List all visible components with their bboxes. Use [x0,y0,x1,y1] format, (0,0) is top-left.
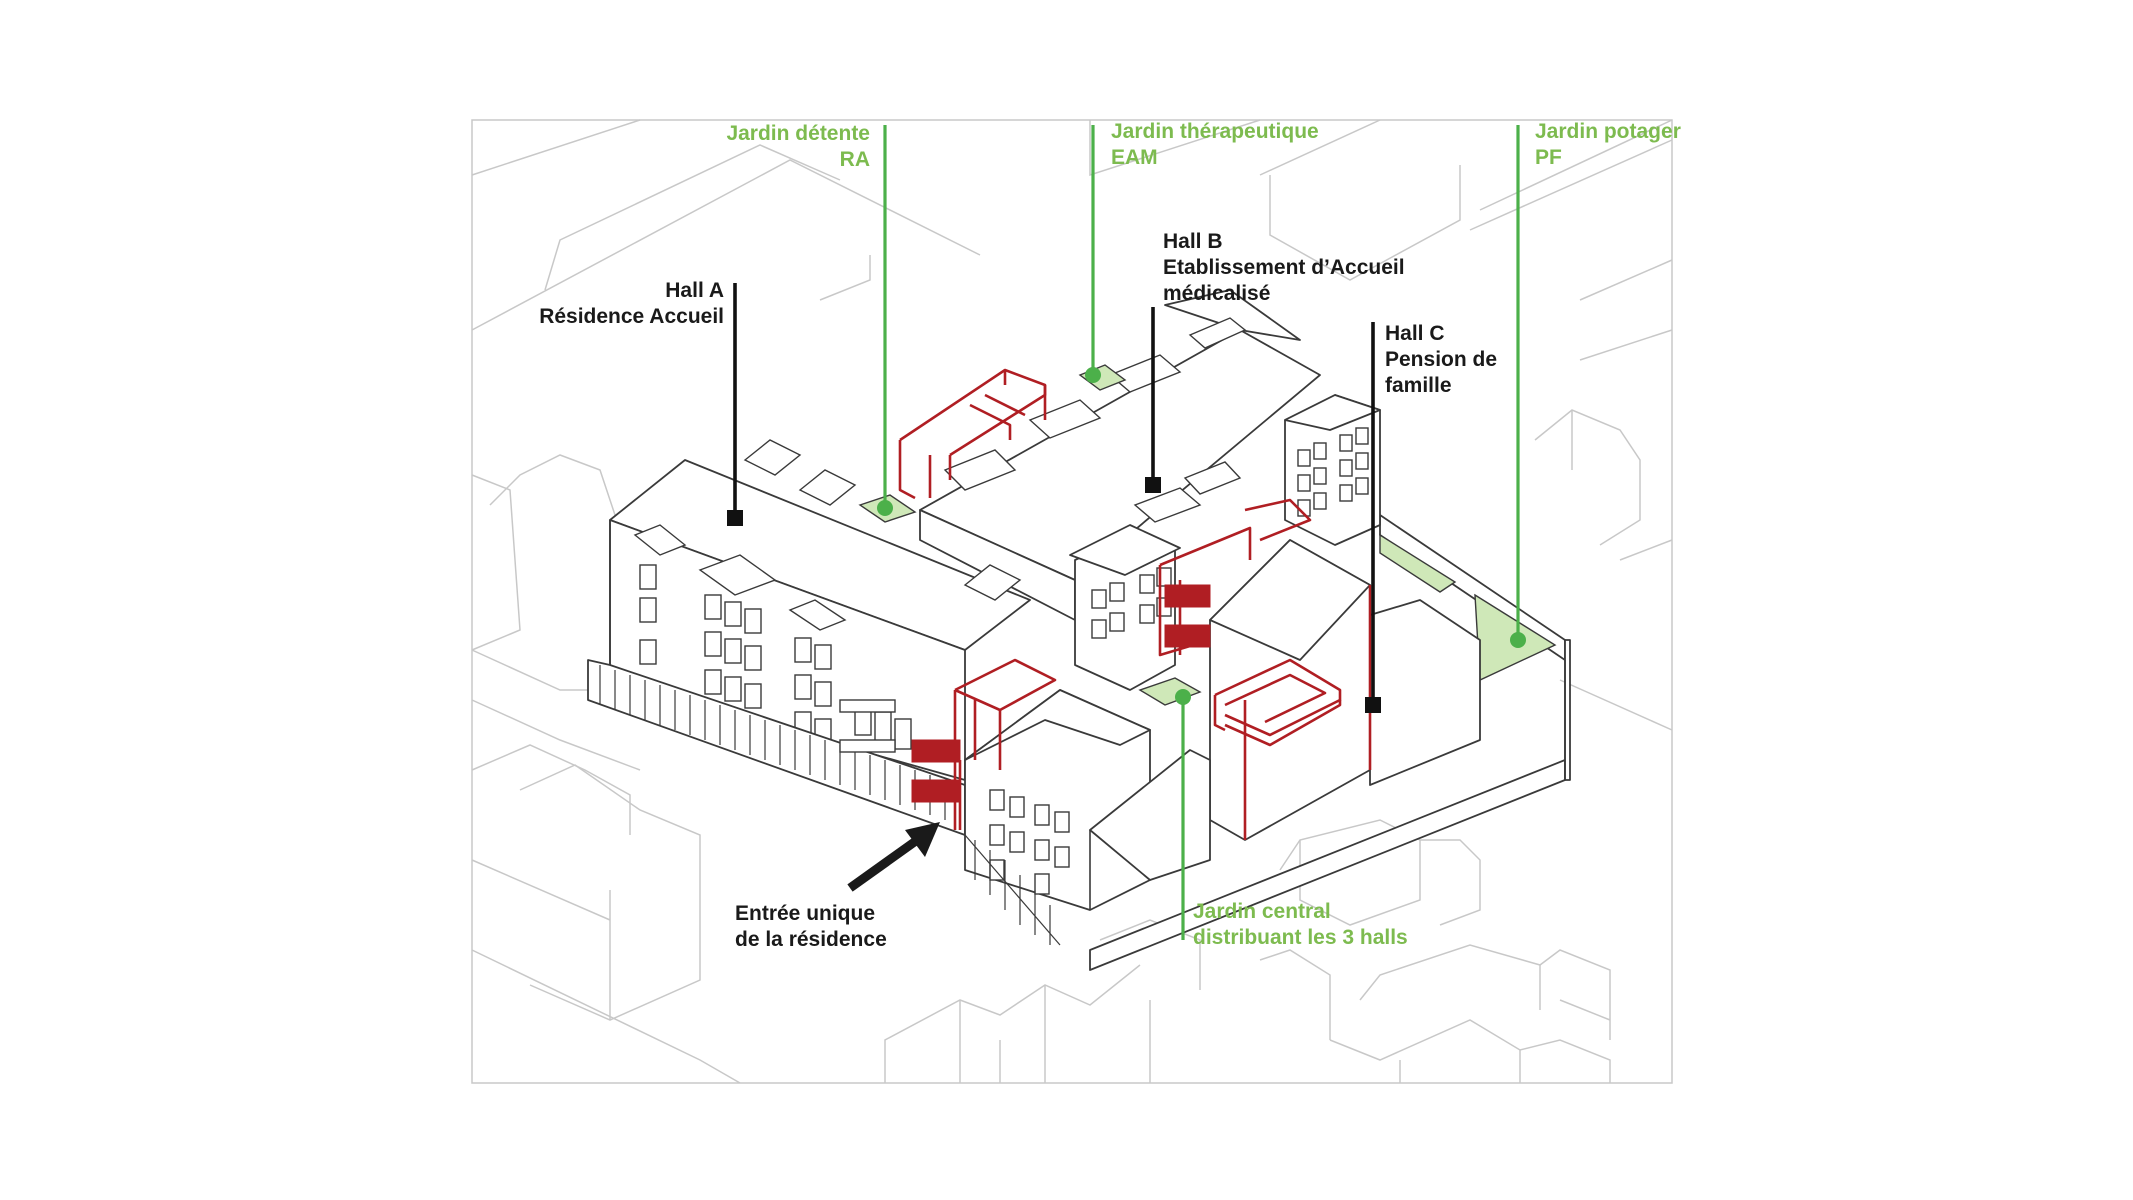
label-hall-a-line1: Hall A [665,279,724,302]
label-garden-ra-line2: RA [840,148,870,171]
label-garden-ra-line1: Jardin détente [726,122,870,145]
label-garden-pf-line1: Jardin potager [1535,120,1681,143]
garden-central-area [1138,677,1202,706]
label-garden-pf-line2: PF [1535,146,1562,169]
label-hall-b-line2: Etablissement d’Accueil [1163,256,1405,279]
context-buildings [471,119,1673,1084]
label-garden-eam-line1: Jardin thérapeutique [1111,120,1319,143]
marker-hall-a [727,510,743,526]
label-hall-c-line3: famille [1385,374,1452,397]
black-leaders [727,283,1381,713]
hall-b-building [919,289,1321,621]
marker-garden-central [1175,689,1191,705]
label-entrance-line2: de la résidence [735,928,887,951]
label-hall-c-line1: Hall C [1385,322,1445,345]
garden-pf-strip [1379,533,1457,593]
label-hall-a-line2: Résidence Accueil [539,305,724,328]
label-hall-b-line1: Hall B [1163,230,1223,253]
label-garden-central-line2: distribuant les 3 halls [1193,926,1408,949]
marker-garden-ra [877,500,893,516]
label-garden-eam-line2: EAM [1111,146,1158,169]
marker-garden-pf [1510,632,1526,648]
red-circulation-frames [898,368,1372,840]
label-hall-b-line3: médicalisé [1163,282,1270,305]
label-garden-central-line1: Jardin central [1193,900,1331,923]
green-leaders [877,125,1526,940]
marker-hall-b [1145,477,1161,493]
hall-c-tower [1284,394,1381,546]
hall-c-building [1209,539,1481,841]
marker-garden-eam [1085,367,1101,383]
label-hall-c-line2: Pension de [1385,348,1497,371]
marker-hall-c [1365,697,1381,713]
label-entrance-line1: Entrée unique [735,902,875,925]
hall-b-tower [1069,461,1242,691]
entrance-arrow [847,822,940,892]
hall-a-building [587,439,1031,836]
front-building [964,689,1211,946]
